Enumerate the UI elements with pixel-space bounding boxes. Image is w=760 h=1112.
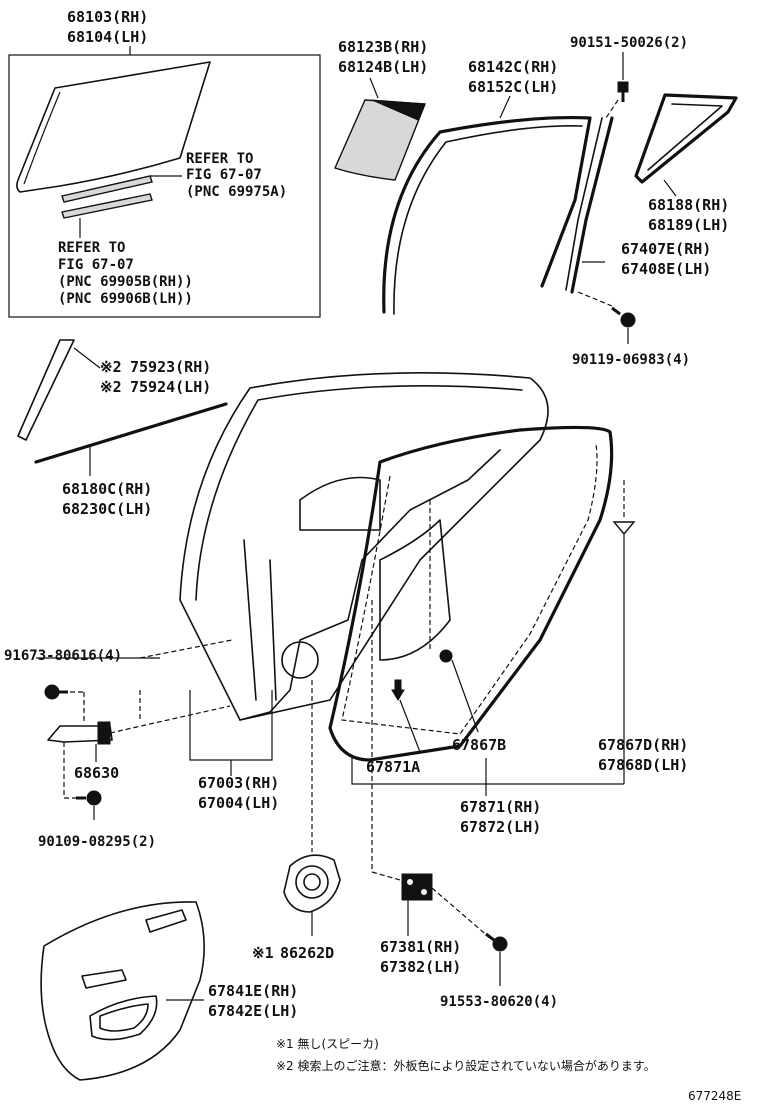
label-clip-a: 67867B [452, 736, 506, 754]
label-speaker-mark: ※1 [252, 944, 274, 962]
glass-run[interactable] [382, 115, 592, 314]
door-weatherstrip[interactable] [328, 425, 614, 762]
door-glass[interactable] [16, 61, 211, 193]
window-garnish[interactable] [17, 339, 75, 441]
bolt-left[interactable] [44, 684, 68, 700]
label-clip-c-lh: 67868D(LH) [598, 756, 688, 774]
door-trim[interactable] [40, 901, 205, 1081]
label-run-lh: 68152C(LH) [468, 78, 558, 96]
screw-top[interactable] [617, 81, 629, 102]
door-check[interactable] [47, 705, 231, 745]
label-clip-c-rh: 67867D(RH) [598, 736, 688, 754]
quarter-glass[interactable] [334, 99, 427, 181]
clip-67867b[interactable] [439, 649, 453, 663]
label-clip-b: 67871A [366, 758, 420, 776]
rear-frame[interactable] [634, 93, 738, 184]
label-seal-lh: 67872(LH) [460, 818, 541, 836]
label-trim-lh: 67842E(LH) [208, 1002, 298, 1020]
label-refer2-line2: FIG 67-07 [58, 257, 134, 273]
bolt-check[interactable] [76, 790, 102, 806]
label-glass-rh: 68103(RH) [67, 8, 148, 26]
glass-channel-upper[interactable] [61, 175, 153, 203]
door-lock[interactable] [401, 873, 433, 901]
label-belt-lh: 68230C(LH) [62, 500, 152, 518]
label-speaker: 86262D [280, 944, 334, 962]
clip-67871a[interactable] [391, 679, 405, 701]
label-bolt-lock: 91553-80620(4) [440, 994, 558, 1010]
note-1: ※1 無し(スピーカ) [276, 1036, 379, 1051]
label-run-rh: 68142C(RH) [468, 58, 558, 76]
glass-channel-lower[interactable] [61, 193, 153, 219]
label-refer1-line1: REFER TO [186, 151, 253, 167]
label-refer1-line2: FIG 67-07 [186, 167, 262, 183]
label-panel-rh: 67003(RH) [198, 774, 279, 792]
label-bolt-left: 91673-80616(4) [4, 648, 122, 664]
label-glass-lh: 68104(LH) [67, 28, 148, 46]
label-garnish-mark-lh: ※2 [100, 378, 122, 396]
clip-67867d[interactable] [612, 521, 636, 536]
label-channel-lh: 67408E(LH) [621, 260, 711, 278]
label-seal-rh: 67871(RH) [460, 798, 541, 816]
label-refer2-line4: (PNC 69906B(LH)) [58, 291, 193, 307]
label-bolt-right: 90119-06983(4) [572, 352, 690, 368]
figure-id: 677248E [688, 1089, 741, 1103]
label-garnish-mark-rh: ※2 [100, 358, 122, 376]
label-garnish-lh: 75924(LH) [130, 378, 211, 396]
label-trim-rh: 67841E(RH) [208, 982, 298, 1000]
belt-weatherstrip[interactable] [34, 402, 228, 464]
label-belt-rh: 68180C(RH) [62, 480, 152, 498]
label-refer2-line1: REFER TO [58, 240, 125, 256]
door-panel[interactable] [179, 372, 549, 721]
label-panel-lh: 67004(LH) [198, 794, 279, 812]
rear-channel[interactable] [570, 116, 614, 294]
label-bolt-check: 90109-08295(2) [38, 834, 156, 850]
label-garnish-rh: 75923(RH) [130, 358, 211, 376]
label-quarter-glass-rh: 68123B(RH) [338, 38, 428, 56]
label-refer1-line3: (PNC 69975A) [186, 184, 287, 200]
speaker[interactable] [283, 854, 341, 913]
label-frame-rh: 68188(RH) [648, 196, 729, 214]
label-frame-lh: 68189(LH) [648, 216, 729, 234]
label-check: 68630 [74, 764, 119, 782]
label-lock-rh: 67381(RH) [380, 938, 461, 956]
bolt-lock[interactable] [485, 932, 508, 952]
label-quarter-glass-lh: 68124B(LH) [338, 58, 428, 76]
label-channel-rh: 67407E(RH) [621, 240, 711, 258]
door-glass-group [8, 46, 321, 318]
label-lock-lh: 67382(LH) [380, 958, 461, 976]
label-refer2-line3: (PNC 69905B(RH)) [58, 274, 193, 290]
bolt-right[interactable] [611, 306, 636, 328]
label-screw-top: 90151-50026(2) [570, 35, 688, 51]
note-2: ※2 検索上のご注意：外板色により設定されていない場合があります。 [276, 1058, 656, 1073]
